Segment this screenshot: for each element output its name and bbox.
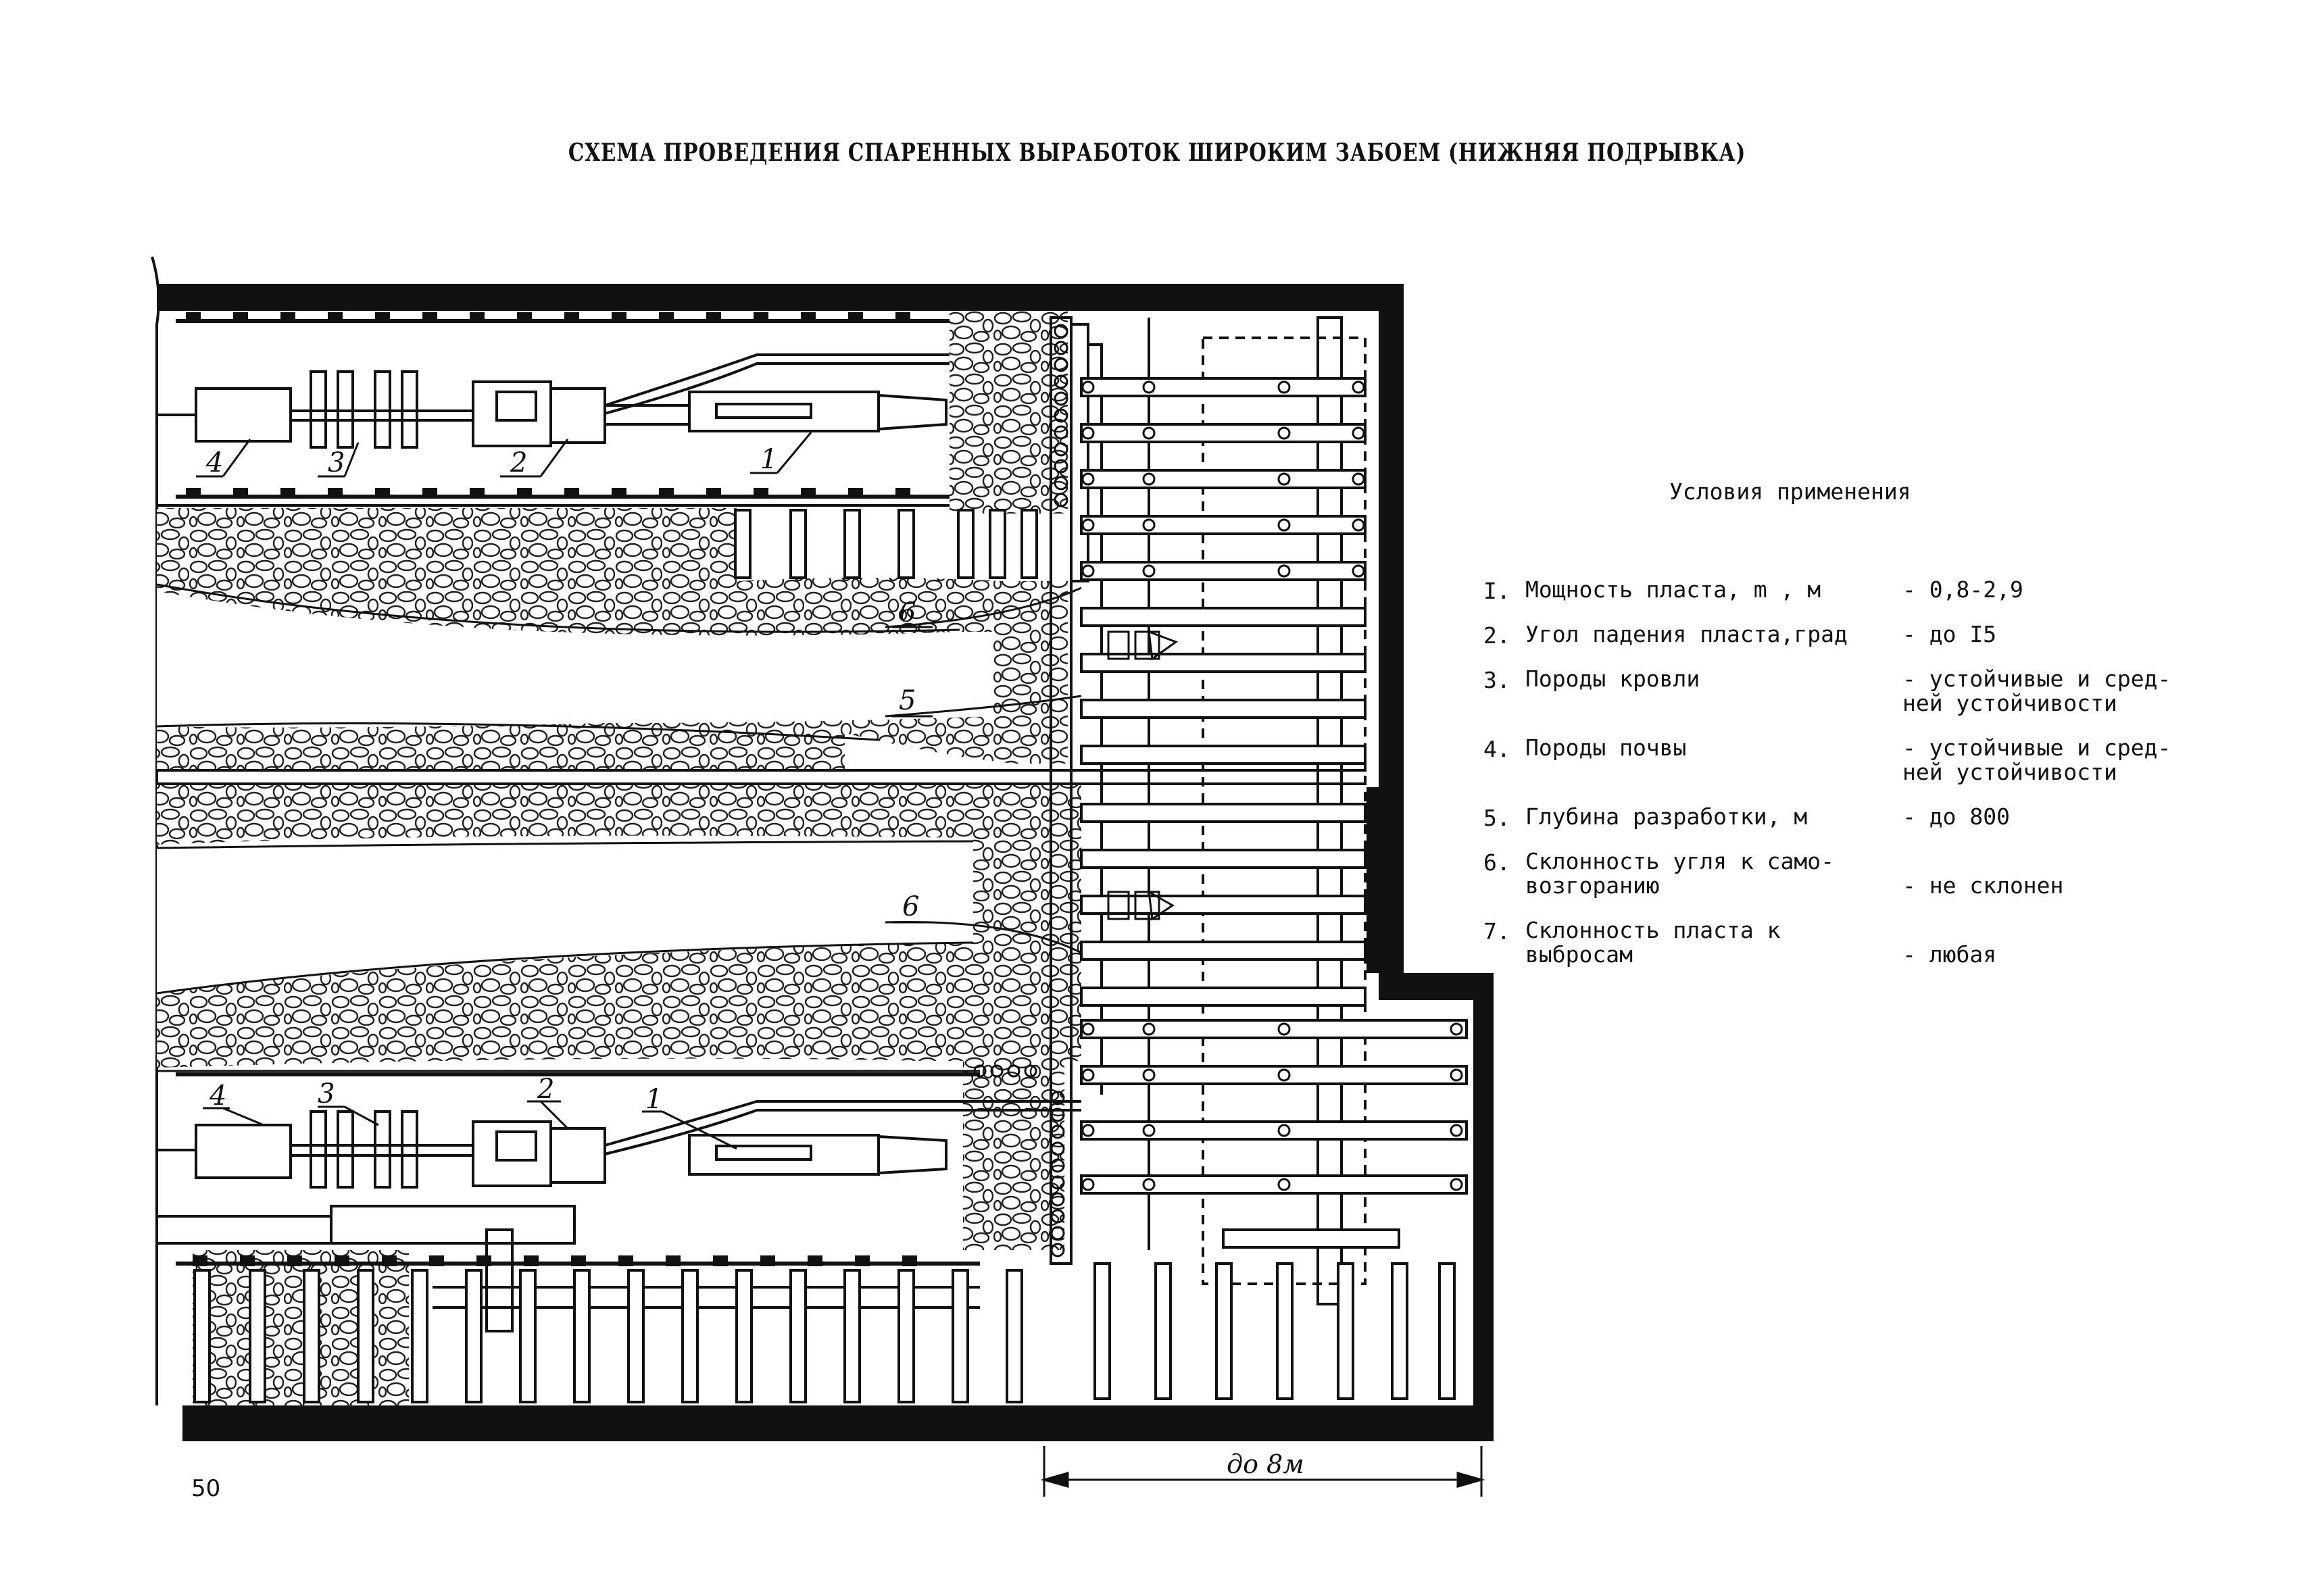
condition-value: - до I5	[1902, 621, 1997, 647]
condition-label: Породы почвы	[1525, 734, 1687, 761]
upper-machine-train	[157, 353, 1061, 449]
label-mid-5: 5	[899, 685, 916, 716]
condition-4: 4. Породы почвы - устойчивые и сред- ней…	[1483, 736, 2240, 790]
condition-label: Глубина разработки, м	[1525, 803, 1808, 830]
beam-bolts	[1081, 380, 1463, 1191]
conditions-list: I. Мощность пласта, m , м - 0,8-2,9 2. У…	[1483, 578, 2240, 987]
label-bot-4: 4	[209, 1080, 226, 1112]
label-bot-1: 1	[645, 1084, 662, 1115]
label-bot-3: 3	[318, 1078, 335, 1109]
condition-num: 7.	[1483, 918, 1510, 945]
label-bot-2: 2	[537, 1074, 554, 1105]
label-mid-6a: 6	[899, 597, 916, 628]
upper-props	[734, 509, 1038, 579]
condition-7: 7. Склонность пласта к выбросам - любая	[1483, 918, 2240, 972]
outer-border	[151, 256, 1494, 1441]
dimension-label: до 8м	[1227, 1449, 1304, 1479]
page-title: СХЕМА ПРОВЕДЕНИЯ СПАРЕННЫХ ВЫРАБОТОК ШИР…	[568, 139, 1746, 167]
bottom-props	[193, 1262, 1456, 1403]
label-top-4: 4	[205, 447, 223, 478]
condition-value: - устойчивые и сред- ней устойчивости	[1902, 666, 2171, 716]
lower-machine-train	[157, 1100, 1081, 1189]
condition-value: - устойчивые и сред- ней устойчивости	[1902, 734, 2171, 785]
lower-roadway: 1 2 3 4	[157, 1070, 1081, 1332]
mid-leaders	[885, 587, 1082, 954]
condition-label: Угол падения пласта,град	[1525, 621, 1848, 647]
face-equipment	[1107, 630, 1179, 921]
condition-label: Склонность угля к само- возгоранию	[1525, 848, 1834, 899]
condition-label: Мощность пласта, m , м	[1525, 576, 1821, 603]
condition-value: - до 800	[1902, 803, 2010, 830]
label-top-3: 3	[328, 447, 345, 478]
upper-leaders	[196, 432, 812, 478]
horizontal-beams	[1080, 377, 1468, 1249]
rock-packs	[156, 311, 1081, 1405]
condition-1: I. Мощность пласта, m , м - 0,8-2,9	[1483, 578, 2240, 607]
condition-num: I.	[1483, 578, 1510, 604]
condition-num: 6.	[1483, 849, 1510, 876]
lower-leaders	[203, 1100, 737, 1150]
condition-num: 5.	[1483, 805, 1510, 831]
condition-num: 3.	[1483, 667, 1510, 693]
condition-6: 6. Склонность угля к само- возгоранию - …	[1483, 849, 2240, 903]
condition-2: 2. Угол падения пласта,град - до I5	[1483, 622, 2240, 652]
label-top-2: 2	[510, 447, 527, 478]
condition-num: 2.	[1483, 622, 1510, 649]
condition-num: 4.	[1483, 736, 1510, 762]
condition-value: - любая	[1902, 941, 1997, 968]
upper-roadway: 1 2 3 4	[157, 312, 1068, 507]
condition-5: 5. Глубина разработки, м - до 800	[1483, 805, 2240, 834]
conditions-heading: Условия применения	[1669, 478, 1911, 505]
dimension-line	[1040, 1446, 1485, 1497]
page-number: 50	[191, 1475, 221, 1502]
label-mid-6b: 6	[902, 891, 919, 922]
condition-value: - не склонен	[1902, 872, 2064, 899]
condition-label: Породы кровли	[1525, 666, 1700, 692]
condition-value: - 0,8-2,9	[1902, 576, 2023, 603]
condition-3: 3. Породы кровли - устойчивые и сред- не…	[1483, 667, 2240, 721]
condition-label: Склонность пласта к выбросам	[1525, 917, 1781, 968]
pillar-gap	[157, 769, 1367, 785]
label-top-1: 1	[760, 444, 777, 475]
